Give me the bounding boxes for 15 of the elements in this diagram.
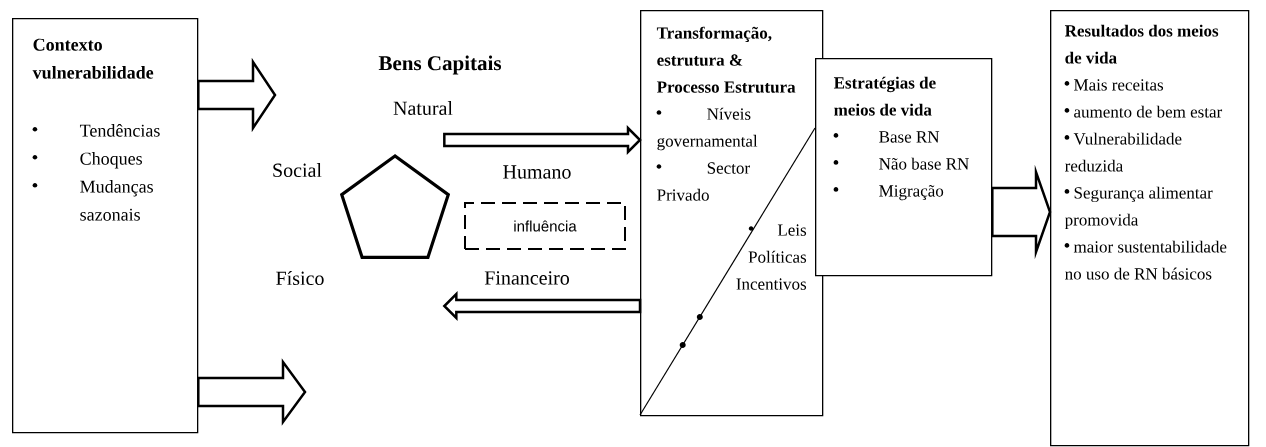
block-arrow — [443, 125, 642, 155]
capital-label: Social — [273, 162, 322, 178]
capital-label: Físico — [276, 270, 324, 286]
section-heading: Bens Capitais — [378, 55, 502, 75]
block-arrow — [442, 291, 642, 321]
dashed-box: influência — [464, 202, 626, 250]
capital-label: Humano — [503, 165, 571, 179]
block-arrow — [991, 164, 1052, 260]
block-arrow — [197, 358, 307, 426]
block-arrow — [197, 57, 277, 133]
capital-label: Financeiro — [484, 271, 569, 285]
capital-label: Natural — [393, 100, 453, 116]
outcome-box: Resultados dos meios de vida Mais receitas aumento de bem estar Vulnerabilidade reduzida Segurança alimentar promovida maior sustentabilidade no uso de RN básicos — [1050, 10, 1250, 447]
context-box: Contexto vulnerabilidade Tendências Choques Mudanças sazonais — [12, 18, 199, 434]
strategy-box: Estratégias de meios de vida Base RN Não base RN Migração — [815, 58, 993, 277]
